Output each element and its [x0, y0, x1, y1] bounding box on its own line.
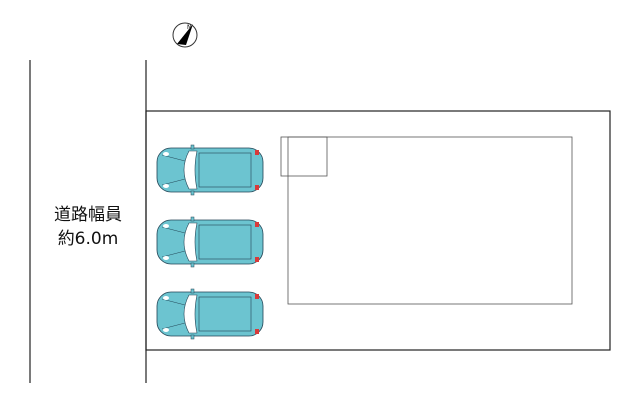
parked-car: [156, 288, 264, 340]
parked-car: [156, 144, 264, 196]
compass: N: [172, 22, 198, 48]
building-footprint: [287, 136, 573, 305]
entrance-box: [280, 136, 328, 177]
road-width-value: 約6.0m: [57, 229, 119, 249]
lot-boundary: [145, 110, 611, 351]
compass-letter: N: [187, 24, 192, 31]
north-arrow-icon: [177, 24, 193, 45]
parked-car: [156, 216, 264, 268]
road-width-label: 道路幅員: [54, 205, 122, 225]
